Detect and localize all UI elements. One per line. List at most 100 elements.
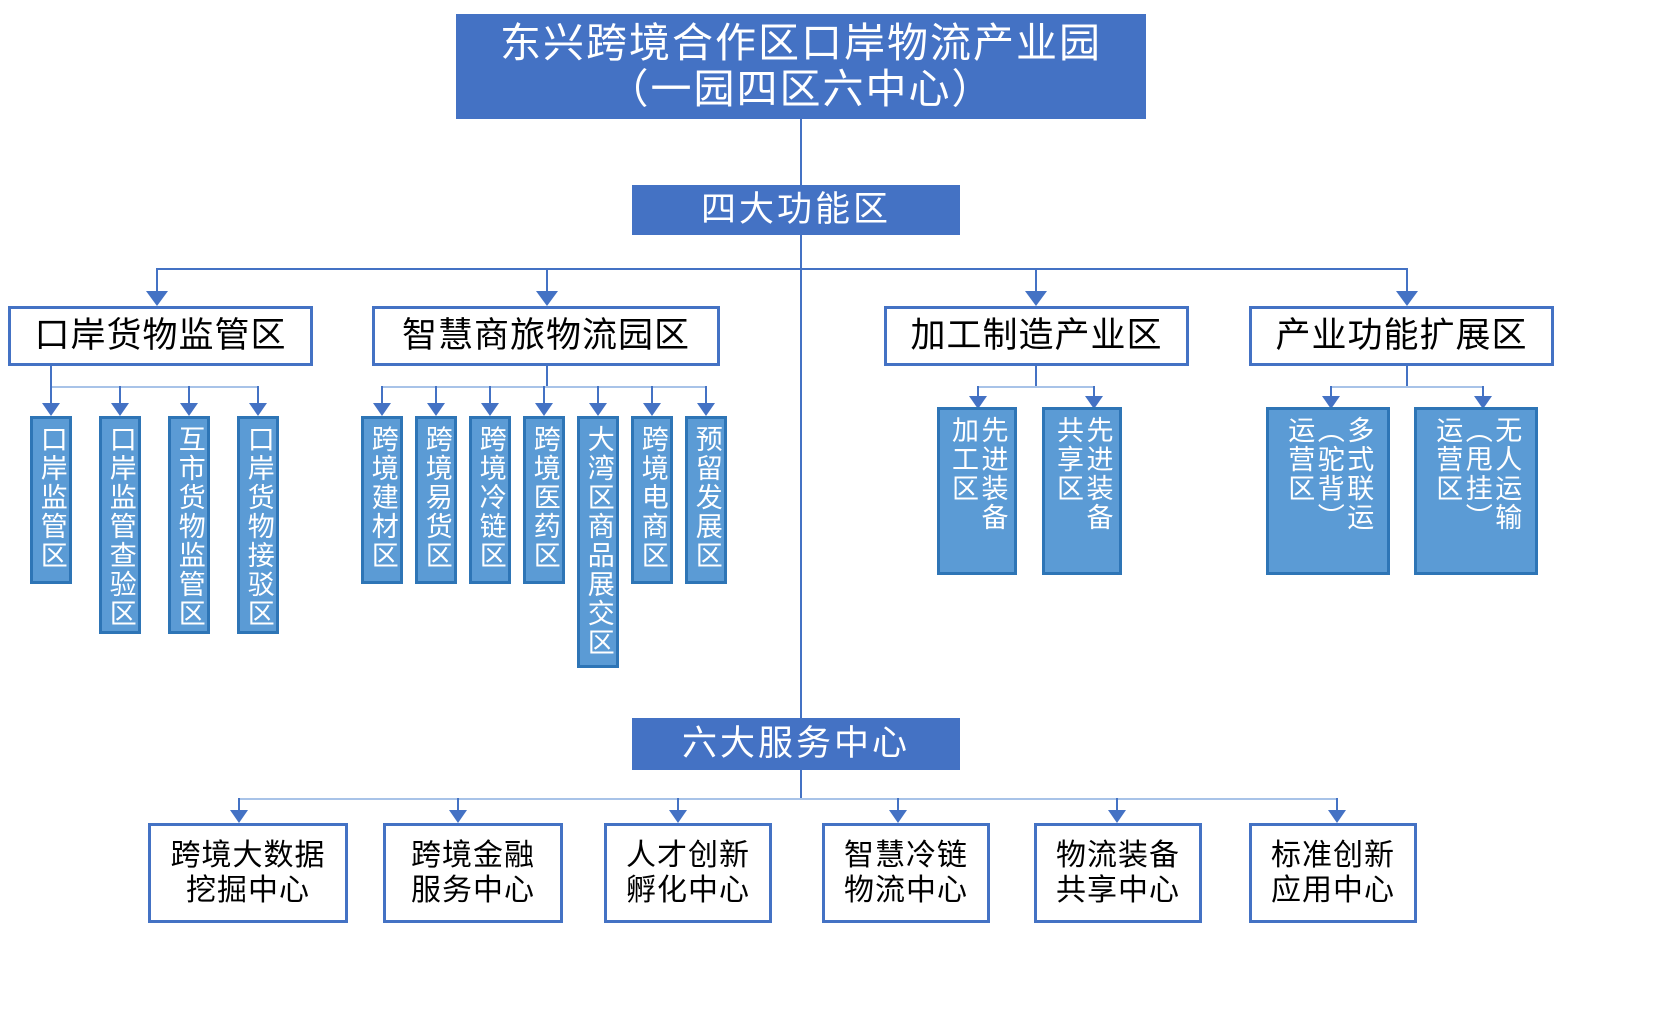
subzone-label-4-2-col1: 无人运输 xyxy=(1491,416,1522,532)
connector-center-drop-2 xyxy=(457,798,459,812)
subzone-label-3-1-col1: 先进装备 xyxy=(977,416,1008,532)
connector-zone4-child-1 xyxy=(1330,386,1332,398)
service-center-box-4[interactable]: 智慧冷链 物流中心 xyxy=(822,823,990,923)
service-center-label-4-line2: 物流中心 xyxy=(844,874,968,907)
subzone-label-1-1: 口岸监管区 xyxy=(36,425,67,570)
connector-zone3-child-2 xyxy=(1093,386,1095,398)
subzone-label-2-7: 预留发展区 xyxy=(691,425,722,570)
arrow-zone-2 xyxy=(536,291,558,306)
subzone-label-2-1: 跨境建材区 xyxy=(367,425,398,570)
zone-box-4[interactable]: 产业功能扩展区 xyxy=(1249,306,1554,366)
arrow-zone2-child-1 xyxy=(373,403,391,416)
subzone-box-1-1[interactable]: 口岸监管区 xyxy=(30,416,72,584)
arrow-center-4 xyxy=(889,810,907,823)
connector-zone1-child-3 xyxy=(188,386,190,405)
connector-zone2-child-1 xyxy=(381,386,383,405)
arrow-zone3-child-1 xyxy=(969,396,987,409)
zone-label-4: 产业功能扩展区 xyxy=(1275,316,1528,356)
connector-centers-bus xyxy=(238,798,1336,800)
service-center-label-5-line1: 物流装备 xyxy=(1056,838,1180,872)
arrow-zone-1 xyxy=(146,291,168,306)
arrow-zone3-child-2 xyxy=(1085,396,1103,409)
subzone-box-1-4[interactable]: 口岸货物接驳区 xyxy=(237,416,279,634)
arrow-zone2-child-4 xyxy=(535,403,553,416)
connector-center-drop-3 xyxy=(677,798,679,812)
subzone-box-4-1[interactable]: 多式联运 （驼背） 运营区 xyxy=(1266,407,1390,575)
service-center-label-1-line2: 挖掘中心 xyxy=(186,874,310,907)
subzone-label-2-3: 跨境冷链区 xyxy=(475,425,506,570)
service-center-label-3-line2: 孵化中心 xyxy=(626,874,750,907)
zone-label-1: 口岸货物监管区 xyxy=(34,316,287,356)
subzone-box-2-5[interactable]: 大湾区商品展交区 xyxy=(577,416,619,668)
service-center-box-5[interactable]: 物流装备 共享中心 xyxy=(1034,823,1202,923)
connector-zone2-stem xyxy=(546,366,548,386)
connector-zone2-child-6 xyxy=(651,386,653,405)
service-center-label-5-line2: 共享中心 xyxy=(1056,874,1180,907)
zone-box-1[interactable]: 口岸货物监管区 xyxy=(8,306,313,366)
connector-zones-bus xyxy=(156,268,1406,270)
connector-zone2-child-7 xyxy=(705,386,707,405)
connector-zone-drop-4 xyxy=(1406,268,1408,293)
connector-zone4-child-2 xyxy=(1482,386,1484,398)
subzone-label-4-2-col2: （甩挂） xyxy=(1461,416,1492,532)
arrow-zone1-child-3 xyxy=(180,403,198,416)
arrow-zone2-child-7 xyxy=(697,403,715,416)
service-center-label-2-line2: 服务中心 xyxy=(411,874,535,907)
subzone-box-3-1[interactable]: 先进装备 加工区 xyxy=(937,407,1017,575)
service-center-box-2[interactable]: 跨境金融 服务中心 xyxy=(383,823,563,923)
connector-zone2-child-5 xyxy=(597,386,599,405)
connector-zone-drop-1 xyxy=(156,268,158,293)
subzone-cols-4-2: 无人运输 （甩挂） 运营区 xyxy=(1417,416,1535,532)
service-center-label-1-line1: 跨境大数据 xyxy=(170,838,326,872)
connector-zone1-child-1 xyxy=(50,386,52,405)
arrow-zone-4 xyxy=(1396,291,1418,306)
service-centers-banner-label: 六大服务中心 xyxy=(681,724,910,764)
subzone-label-3-1-col2: 加工区 xyxy=(948,416,978,503)
subzone-label-4-1-col3: 运营区 xyxy=(1284,416,1315,503)
subzone-box-2-7[interactable]: 预留发展区 xyxy=(685,416,727,584)
subzone-box-2-2[interactable]: 跨境易货区 xyxy=(415,416,457,584)
arrow-center-5 xyxy=(1108,810,1126,823)
subzone-box-2-6[interactable]: 跨境电商区 xyxy=(631,416,673,584)
connector-centers-stem xyxy=(800,770,802,798)
arrow-center-6 xyxy=(1328,810,1346,823)
arrow-zone2-child-5 xyxy=(589,403,607,416)
service-center-box-1[interactable]: 跨境大数据 挖掘中心 xyxy=(148,823,348,923)
zone-label-3: 加工制造产业区 xyxy=(910,316,1163,356)
connector-trunk-main xyxy=(800,119,802,731)
connector-zone3-bus xyxy=(977,386,1093,388)
arrow-zone1-child-1 xyxy=(42,403,60,416)
connector-center-drop-5 xyxy=(1116,798,1118,812)
arrow-zone1-child-2 xyxy=(111,403,129,416)
subzone-label-1-4: 口岸货物接驳区 xyxy=(243,425,274,628)
connector-zone1-child-2 xyxy=(119,386,121,405)
zone-box-3[interactable]: 加工制造产业区 xyxy=(884,306,1189,366)
connector-zone2-child-2 xyxy=(435,386,437,405)
subzone-label-3-2-col2: 共享区 xyxy=(1053,416,1083,503)
arrow-zone2-child-2 xyxy=(427,403,445,416)
connector-zone4-bus xyxy=(1330,386,1482,388)
diagram-title-line1: 东兴跨境合作区口岸物流产业园 xyxy=(500,19,1102,66)
subzone-box-4-2[interactable]: 无人运输 （甩挂） 运营区 xyxy=(1414,407,1538,575)
service-center-label-6-line1: 标准创新 xyxy=(1271,838,1395,872)
zone-box-2[interactable]: 智慧商旅物流园区 xyxy=(372,306,720,366)
functional-zones-banner-label: 四大功能区 xyxy=(700,190,891,230)
subzone-box-1-3[interactable]: 互市货物监管区 xyxy=(168,416,210,634)
subzone-label-2-6: 跨境电商区 xyxy=(637,425,668,570)
subzone-box-2-1[interactable]: 跨境建材区 xyxy=(361,416,403,584)
arrow-center-2 xyxy=(449,810,467,823)
connector-zone1-stem xyxy=(50,366,52,386)
subzone-box-2-3[interactable]: 跨境冷链区 xyxy=(469,416,511,584)
connector-zone1-bus xyxy=(50,386,257,388)
service-center-box-3[interactable]: 人才创新 孵化中心 xyxy=(604,823,772,923)
arrow-zone4-child-2 xyxy=(1474,396,1492,409)
subzone-label-1-2: 口岸监管查验区 xyxy=(105,425,136,628)
subzone-box-2-4[interactable]: 跨境医药区 xyxy=(523,416,565,584)
connector-zone-drop-2 xyxy=(546,268,548,293)
subzone-box-3-2[interactable]: 先进装备 共享区 xyxy=(1042,407,1122,575)
arrow-zone1-child-4 xyxy=(249,403,267,416)
arrow-zone2-child-3 xyxy=(481,403,499,416)
service-center-box-6[interactable]: 标准创新 应用中心 xyxy=(1249,823,1417,923)
connector-zone2-child-3 xyxy=(489,386,491,405)
subzone-box-1-2[interactable]: 口岸监管查验区 xyxy=(99,416,141,634)
